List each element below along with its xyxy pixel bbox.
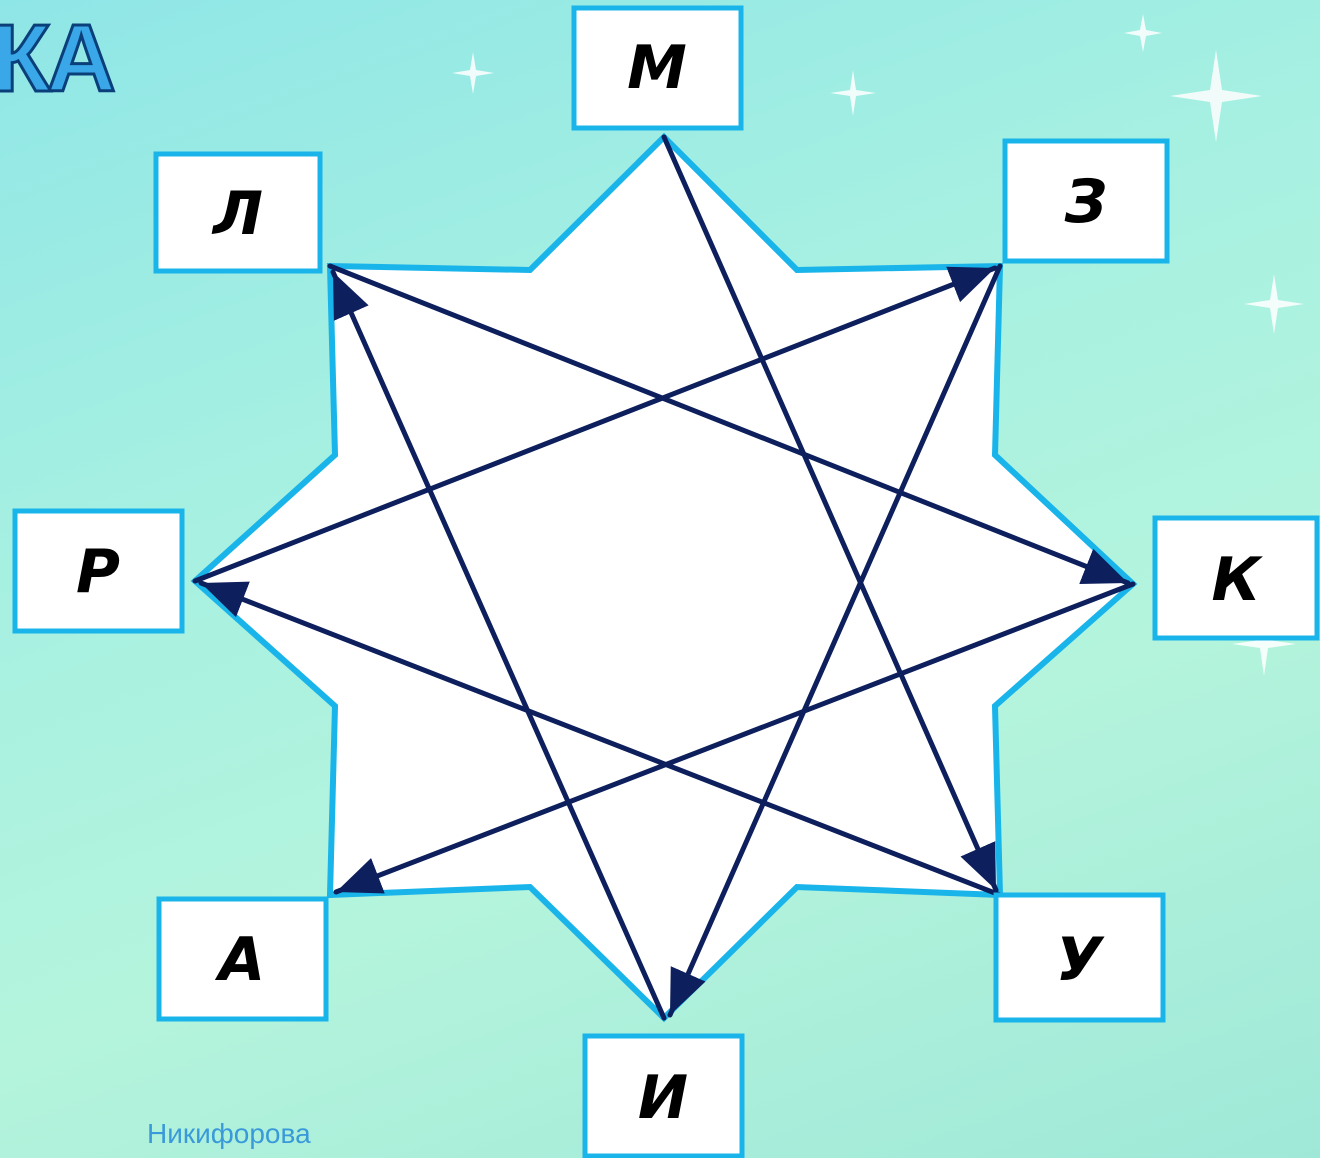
letter-bottom: И: [638, 1063, 688, 1133]
letter-box-top-left: Л: [156, 154, 320, 271]
letter-box-bottom-right: У: [996, 895, 1163, 1020]
sparkle-icon: [452, 52, 494, 94]
letter-bottom-right: У: [1056, 925, 1105, 995]
letter-top-left: Л: [211, 179, 263, 249]
letter-bottom-left: А: [215, 925, 265, 995]
sparkle-icon: [1244, 274, 1304, 334]
letter-box-top-right: З: [1005, 141, 1167, 261]
letter-right: К: [1211, 545, 1263, 615]
letter-box-bottom-left: А: [159, 899, 326, 1019]
letter-box-right: К: [1155, 518, 1317, 638]
letter-box-top: М: [574, 8, 741, 128]
letter-top: М: [627, 33, 687, 103]
letter-top-right: З: [1064, 167, 1108, 237]
author-label: Никифорова: [147, 1118, 311, 1150]
letter-left: Р: [76, 537, 120, 607]
sparkle-icon: [1124, 14, 1162, 52]
letter-box-left: Р: [15, 511, 182, 631]
letter-box-bottom: И: [585, 1036, 742, 1156]
sparkle-icon: [830, 70, 876, 116]
sparkle-icon: [1170, 50, 1262, 142]
